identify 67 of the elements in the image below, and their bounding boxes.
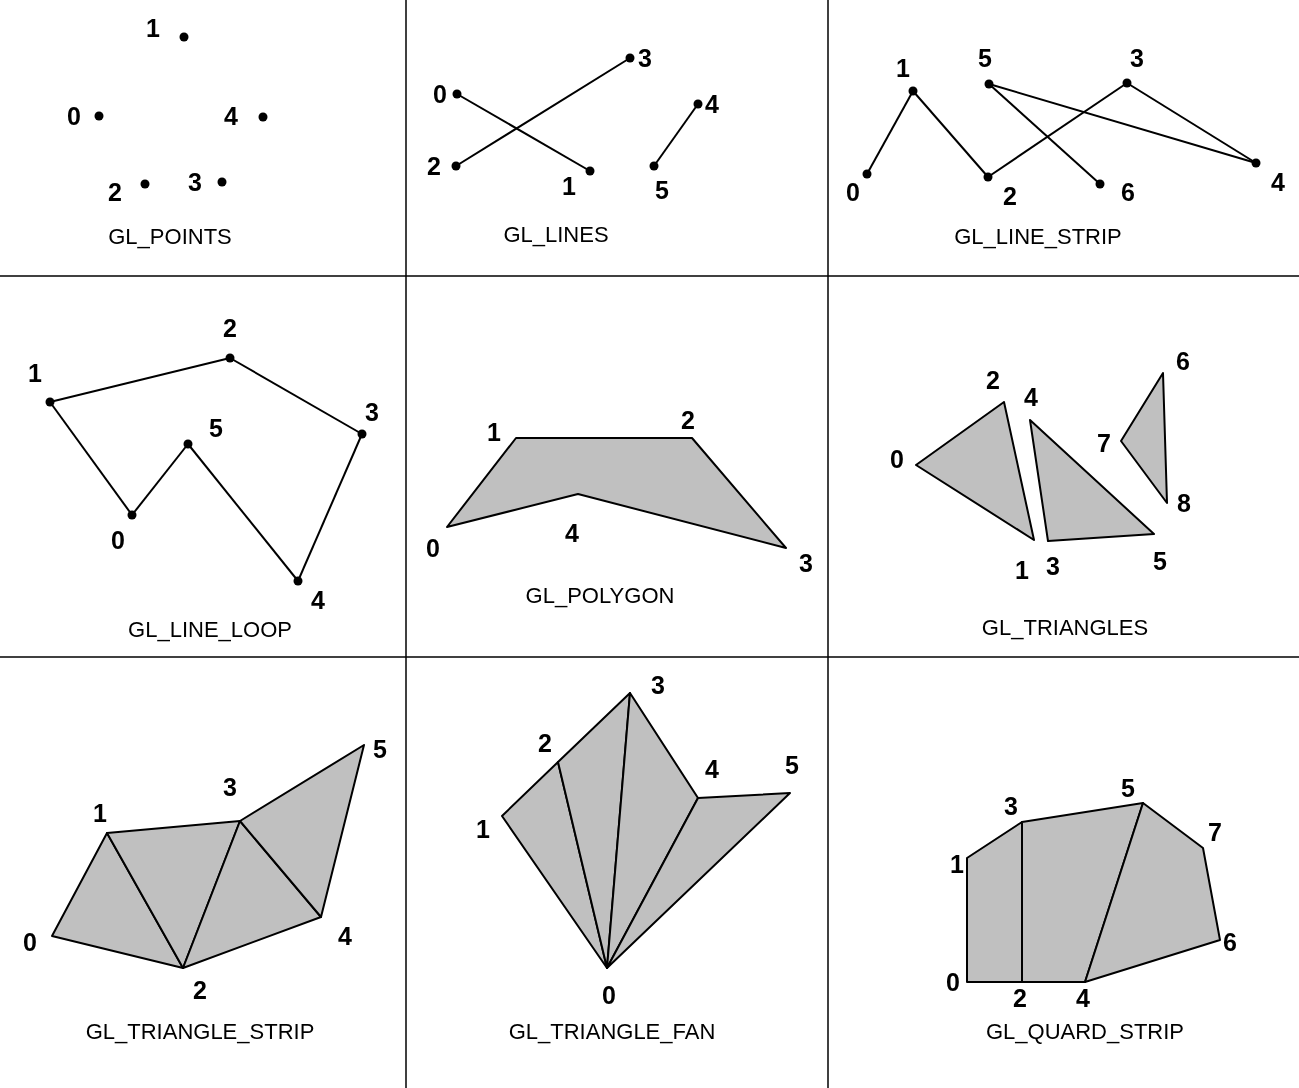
vertex-number: 0 (23, 929, 37, 955)
vertex-number: 4 (338, 923, 352, 949)
vertex-number: 5 (1153, 548, 1167, 574)
vertex-number: 5 (655, 177, 669, 203)
primitive-caption: GL_POINTS (108, 226, 232, 248)
vertex-number: 2 (986, 367, 1000, 393)
vertex-number: 1 (487, 419, 501, 445)
vertex-number: 3 (638, 45, 652, 71)
vertex-number: 2 (1003, 183, 1017, 209)
vertex-number: 5 (373, 736, 387, 762)
vertex-number: 6 (1223, 929, 1237, 955)
vertex-number: 4 (1076, 985, 1090, 1011)
vertex-number: 3 (188, 169, 202, 195)
vertex-number: 0 (426, 535, 440, 561)
primitive-caption: GL_TRIANGLES (981, 617, 1149, 639)
vertex-number: 3 (651, 672, 665, 698)
vertex-number: 7 (1208, 819, 1222, 845)
primitive-caption: GL_LINE_STRIP (954, 226, 1122, 248)
vertex-number: 1 (562, 173, 576, 199)
vertex-number: 0 (890, 446, 904, 472)
vertex-number: 3 (223, 774, 237, 800)
vertex-number: 0 (433, 81, 447, 107)
vertex-number: 1 (146, 15, 160, 41)
vertex-number: 1 (28, 360, 42, 386)
vertex-number: 3 (799, 550, 813, 576)
vertex-number: 2 (538, 730, 552, 756)
vertex-number: 1 (950, 851, 964, 877)
vertex-number: 8 (1177, 490, 1191, 516)
vertex-number: 4 (1024, 384, 1038, 410)
vertex-number: 4 (705, 756, 719, 782)
vertex-number: 1 (93, 800, 107, 826)
vertex-number: 2 (427, 153, 441, 179)
vertex-number: 1 (1015, 557, 1029, 583)
vertex-number: 5 (785, 752, 799, 778)
vertex-number: 3 (365, 399, 379, 425)
vertex-number: 4 (565, 520, 579, 546)
primitive-caption: GL_TRIANGLE_FAN (508, 1021, 716, 1043)
primitive-caption: GL_POLYGON (525, 585, 675, 607)
vertex-number: 0 (67, 103, 81, 129)
vertex-number: 4 (1271, 169, 1285, 195)
vertex-number: 6 (1121, 179, 1135, 205)
vertex-number: 3 (1004, 793, 1018, 819)
vertex-number: 4 (705, 91, 719, 117)
vertex-number: 0 (946, 969, 960, 995)
primitive-caption: GL_QUARD_STRIP (985, 1021, 1185, 1043)
vertex-number: 0 (846, 179, 860, 205)
vertex-number: 2 (1013, 985, 1027, 1011)
vertex-number: 7 (1097, 430, 1111, 456)
vertex-number: 2 (108, 179, 122, 205)
vertex-number: 0 (111, 527, 125, 553)
vertex-number: 5 (209, 415, 223, 441)
vertex-number: 1 (476, 816, 490, 842)
vertex-number: 3 (1130, 45, 1144, 71)
vertex-number: 0 (602, 982, 616, 1008)
vertex-number: 2 (223, 315, 237, 341)
vertex-number: 4 (311, 587, 325, 613)
primitive-caption: GL_LINE_LOOP (128, 619, 292, 641)
vertex-number: 2 (193, 977, 207, 1003)
vertex-number: 5 (978, 45, 992, 71)
primitive-caption: GL_TRIANGLE_STRIP (85, 1021, 315, 1043)
vertex-number: 1 (896, 55, 910, 81)
primitive-caption: GL_LINES (503, 224, 609, 246)
vertex-number: 3 (1046, 553, 1060, 579)
vertex-number: 4 (224, 103, 238, 129)
vertex-number: 2 (681, 407, 695, 433)
vertex-number: 5 (1121, 775, 1135, 801)
vertex-number: 6 (1176, 348, 1190, 374)
